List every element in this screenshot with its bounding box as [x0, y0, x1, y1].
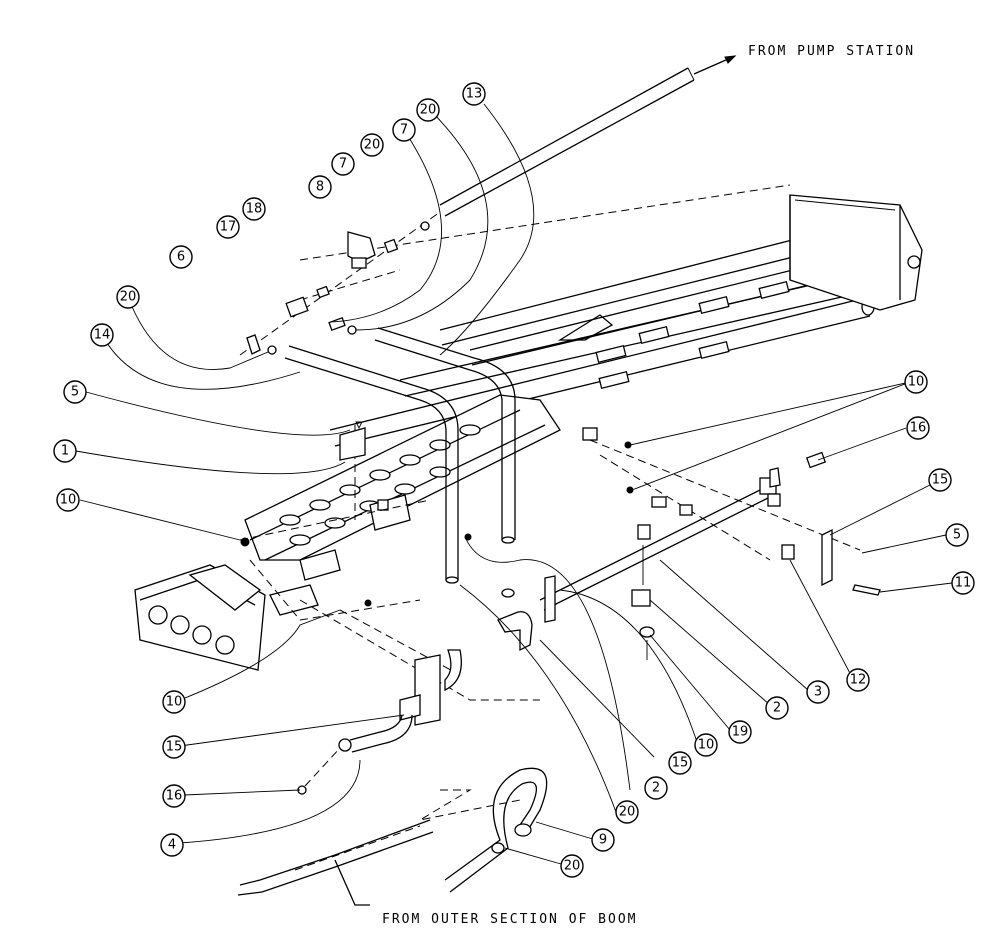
callout-20-a[interactable]: 20 [416, 98, 440, 122]
svg-text:20: 20 [619, 805, 636, 820]
callout-13[interactable]: 13 [462, 82, 486, 106]
callout-11[interactable]: 11 [951, 571, 975, 595]
callout-8[interactable]: 8 [308, 175, 332, 199]
svg-text:14: 14 [94, 328, 111, 343]
callout-18[interactable]: 18 [242, 197, 266, 221]
side-pipe [539, 451, 881, 611]
callout-1[interactable]: 1 [53, 439, 77, 463]
inner-manifold-box [134, 549, 341, 671]
clamp-parts [497, 524, 655, 660]
supply-line [439, 55, 737, 217]
callout-14[interactable]: 14 [90, 323, 114, 347]
hose-9-loop [237, 767, 548, 906]
svg-text:1: 1 [61, 444, 69, 459]
assembly-lines [239, 425, 861, 701]
svg-text:11: 11 [955, 576, 972, 591]
svg-text:17: 17 [220, 220, 237, 235]
callout-12[interactable]: 12 [846, 668, 870, 692]
callout-19[interactable]: 19 [728, 720, 752, 744]
valve-assembly [239, 211, 441, 356]
svg-text:20: 20 [564, 859, 581, 874]
svg-text:20: 20 [364, 138, 381, 153]
callout-2-a[interactable]: 2 [765, 696, 789, 720]
svg-text:5: 5 [953, 528, 961, 543]
svg-text:10: 10 [166, 695, 183, 710]
svg-text:7: 7 [339, 157, 347, 172]
callout-2-b[interactable]: 2 [644, 776, 668, 800]
callout-10-b[interactable]: 10 [904, 370, 928, 394]
svg-text:6: 6 [177, 250, 185, 265]
callout-5-b[interactable]: 5 [945, 523, 969, 547]
hose-14 [284, 345, 459, 584]
callout-balloons: 13 20 7 20 7 8 18 17 6 20 14 5 1 10 10 1… [53, 82, 975, 878]
svg-text:2: 2 [652, 781, 660, 796]
svg-text:3: 3 [814, 685, 822, 700]
callout-6[interactable]: 6 [169, 245, 193, 269]
svg-text:15: 15 [672, 756, 689, 771]
svg-text:2: 2 [773, 701, 781, 716]
svg-text:10: 10 [60, 493, 77, 508]
callout-20-e[interactable]: 20 [560, 854, 584, 878]
svg-text:16: 16 [166, 789, 183, 804]
svg-text:20: 20 [420, 103, 437, 118]
leader-lines [75, 103, 953, 867]
svg-text:5: 5 [71, 385, 79, 400]
callout-7-a[interactable]: 7 [392, 118, 416, 142]
callout-15-a[interactable]: 15 [928, 468, 952, 492]
hose-13 [374, 327, 516, 544]
svg-text:4: 4 [168, 838, 176, 853]
hardware-bits [240, 421, 693, 607]
callout-16-b[interactable]: 16 [162, 784, 186, 808]
boom-tubes [299, 184, 875, 447]
svg-text:15: 15 [166, 740, 183, 755]
svg-text:18: 18 [246, 202, 263, 217]
svg-text:9: 9 [599, 833, 607, 848]
callout-17[interactable]: 17 [216, 215, 240, 239]
callout-15-b[interactable]: 15 [668, 751, 692, 775]
end-manifold-box [789, 194, 923, 311]
svg-text:7: 7 [400, 123, 408, 138]
svg-text:19: 19 [732, 725, 749, 740]
svg-text:20: 20 [120, 290, 137, 305]
svg-text:12: 12 [850, 673, 867, 688]
svg-text:13: 13 [466, 87, 483, 102]
svg-text:10: 10 [698, 738, 715, 753]
boom-frame [244, 394, 561, 561]
callout-10-d[interactable]: 10 [162, 690, 186, 714]
callout-10-a[interactable]: 10 [56, 488, 80, 512]
callout-5-a[interactable]: 5 [63, 380, 87, 404]
callout-15-c[interactable]: 15 [162, 735, 186, 759]
callout-20-d[interactable]: 20 [615, 800, 639, 824]
callout-10-c[interactable]: 10 [694, 733, 718, 757]
svg-text:15: 15 [932, 473, 949, 488]
callout-20-b[interactable]: 20 [360, 133, 384, 157]
callout-4[interactable]: 4 [160, 833, 184, 857]
svg-text:10: 10 [908, 375, 925, 390]
callout-3[interactable]: 3 [806, 680, 830, 704]
svg-text:8: 8 [316, 180, 324, 195]
callout-9[interactable]: 9 [591, 828, 615, 852]
svg-text:16: 16 [910, 421, 927, 436]
lower-left-assembly [297, 649, 462, 795]
callout-7-b[interactable]: 7 [331, 152, 355, 176]
callout-16-a[interactable]: 16 [906, 416, 930, 440]
from-pump-station-label: FROM PUMP STATION [748, 44, 916, 59]
from-outer-section-label: FROM OUTER SECTION OF BOOM [382, 912, 638, 927]
callout-20-c[interactable]: 20 [116, 285, 140, 309]
